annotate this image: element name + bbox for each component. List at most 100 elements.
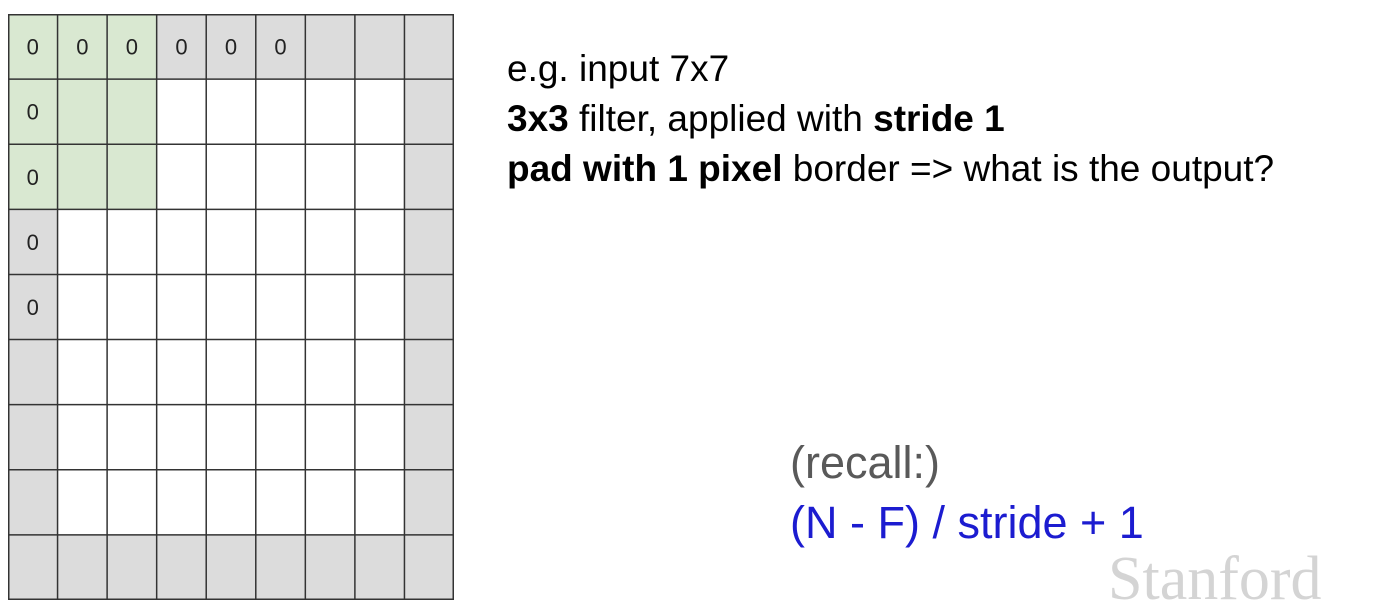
input-cell: [305, 144, 355, 210]
padding-cell: [8, 209, 58, 275]
padding-zero-label: 0: [27, 230, 39, 255]
padding-zero-label: 0: [274, 35, 286, 60]
filter-cell: [57, 14, 108, 80]
input-cell: [354, 274, 405, 340]
input-cell: [107, 209, 157, 275]
filter-cell: [8, 79, 58, 145]
input-cell: [156, 209, 207, 275]
input-cell: [206, 274, 256, 340]
filter-cell: [107, 79, 157, 145]
input-cell: [156, 274, 207, 340]
padding-cell: [255, 14, 306, 80]
input-cell: [206, 469, 256, 535]
input-cell: [107, 404, 157, 470]
padding-zero-label: 0: [175, 35, 187, 60]
input-cell: [255, 209, 306, 275]
input-cell: [354, 79, 405, 145]
padding-cell: [404, 534, 454, 600]
input-cell: [305, 274, 355, 340]
padding-cell: [156, 14, 207, 80]
padding-cell: [305, 534, 355, 600]
filter-cell: [57, 144, 108, 210]
padding-text: pad with 1 pixel: [507, 148, 783, 189]
input-cell: [156, 144, 207, 210]
padding-cell: [404, 469, 454, 535]
input-cell: [305, 404, 355, 470]
input-cell: [305, 469, 355, 535]
padding-cell: [8, 274, 58, 340]
padding-cell: [107, 534, 157, 600]
padding-line: pad with 1 pixel border => what is the o…: [507, 148, 1275, 189]
padding-cell: [404, 14, 454, 80]
padding-cell: [8, 404, 58, 470]
input-cell: [255, 339, 306, 405]
padding-cell: [404, 209, 454, 275]
input-cell: [206, 144, 256, 210]
input-cell: [354, 209, 405, 275]
padding-zero-label: 0: [27, 100, 39, 125]
padding-zero-label: 0: [76, 35, 88, 60]
filter-cell: [57, 79, 108, 145]
filter-size-text: 3x3: [507, 98, 569, 139]
input-cell: [156, 79, 207, 145]
padding-cell: [404, 274, 454, 340]
padding-cell: [354, 14, 405, 80]
padding-zero-label: 0: [126, 35, 138, 60]
input-cell: [206, 79, 256, 145]
filter-cell: [107, 14, 157, 80]
filter-cell: [107, 144, 157, 210]
input-cell: [255, 404, 306, 470]
padding-zero-label: 0: [27, 35, 39, 60]
padding-zero-label: 0: [27, 295, 39, 320]
padding-cell: [404, 404, 454, 470]
input-cell: [354, 469, 405, 535]
stride-text: stride 1: [873, 98, 1005, 139]
input-cell: [57, 274, 108, 340]
stanford-watermark: Stanford: [1108, 545, 1322, 613]
padding-zero-label: 0: [225, 35, 237, 60]
padding-cell: [8, 339, 58, 405]
input-cell: [57, 339, 108, 405]
input-cell: [206, 404, 256, 470]
input-size-line: e.g. input 7x7: [507, 48, 730, 89]
padding-cell: [8, 469, 58, 535]
padding-cell: [404, 144, 454, 210]
input-cell: [255, 469, 306, 535]
input-cell: [57, 209, 108, 275]
input-cell: [57, 404, 108, 470]
filter-cell: [8, 14, 58, 80]
padding-cell: [255, 534, 306, 600]
padded-input-grid: 0 0 0 0 0 0 0 0 0 0: [8, 14, 454, 600]
input-cell: [156, 469, 207, 535]
filter-cell: [8, 144, 58, 210]
input-cell: [305, 209, 355, 275]
input-cell: [156, 339, 207, 405]
input-cell: [354, 144, 405, 210]
padding-cell: [305, 14, 355, 80]
input-cell: [107, 339, 157, 405]
problem-statement: e.g. input 7x7 3x3 filter, applied with …: [507, 44, 1377, 194]
input-cell: [107, 274, 157, 340]
recall-label: (recall:): [790, 437, 941, 488]
input-cell: [255, 274, 306, 340]
padding-cell: [404, 79, 454, 145]
input-cell: [57, 469, 108, 535]
filter-stride-line: 3x3 filter, applied with stride 1: [507, 98, 1005, 139]
input-cell: [354, 339, 405, 405]
input-cell: [255, 79, 306, 145]
padding-cell: [156, 534, 207, 600]
padding-cell: [404, 339, 454, 405]
input-cell: [305, 79, 355, 145]
padding-cell: [354, 534, 405, 600]
padding-cell: [206, 534, 256, 600]
input-cell: [107, 469, 157, 535]
padding-cell: [8, 534, 58, 600]
input-cell: [206, 339, 256, 405]
input-cell: [354, 404, 405, 470]
input-cell: [156, 404, 207, 470]
input-cell: [305, 339, 355, 405]
padding-zero-label: 0: [27, 165, 39, 190]
output-size-formula: (N - F) / stride + 1: [790, 497, 1144, 548]
padding-cell: [57, 534, 108, 600]
